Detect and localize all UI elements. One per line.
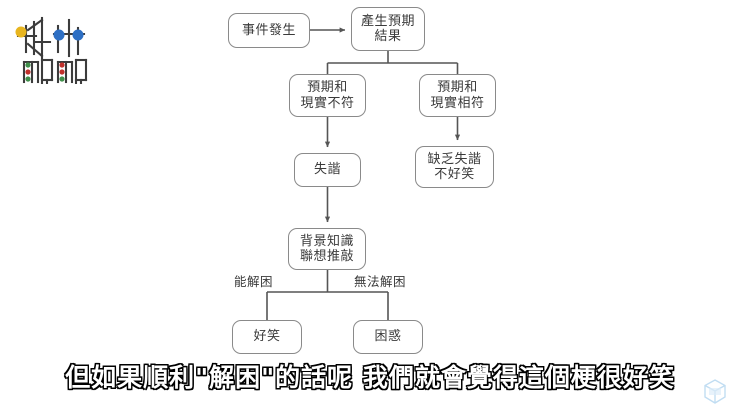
node-incongruity-label: 失諧 (313, 162, 341, 178)
video-platform-watermark (702, 378, 728, 406)
node-expectation-label: 產生預期 結果 (360, 13, 415, 45)
node-funny: 好笑 (232, 320, 302, 354)
edge-label-cannot-resolve: 無法解困 (354, 274, 407, 289)
edge-label-can-resolve: 能解困 (234, 274, 274, 289)
node-no-humor: 缺乏失諧 不好笑 (415, 146, 494, 188)
node-funny-label: 好笑 (253, 329, 281, 345)
channel-logo (12, 12, 92, 86)
node-background-knowledge: 背景知識 聯想推敲 (288, 228, 366, 270)
node-confused-label: 困惑 (374, 329, 402, 345)
node-event: 事件發生 (228, 13, 310, 48)
node-confused: 困惑 (353, 320, 423, 354)
node-no-humor-label: 缺乏失諧 不好笑 (427, 151, 482, 183)
logo-color-dots (15, 26, 84, 82)
node-mismatch-label: 預期和 現實不符 (300, 80, 355, 111)
node-mismatch: 預期和 現實不符 (289, 74, 366, 117)
node-expectation: 產生預期 結果 (351, 7, 425, 51)
node-match-label: 預期和 現實相符 (430, 80, 485, 111)
watermark-icon (704, 379, 726, 404)
node-event-label: 事件發生 (241, 22, 296, 38)
node-background-knowledge-label: 背景知識 聯想推敲 (299, 233, 354, 265)
node-incongruity: 失諧 (294, 153, 361, 187)
channel-logo-svg (15, 16, 88, 86)
subtitle-caption: 但如果順利"解困"的話呢 我們就會覺得這個梗很好笑 (65, 362, 675, 392)
node-match: 預期和 現實相符 (419, 74, 496, 117)
